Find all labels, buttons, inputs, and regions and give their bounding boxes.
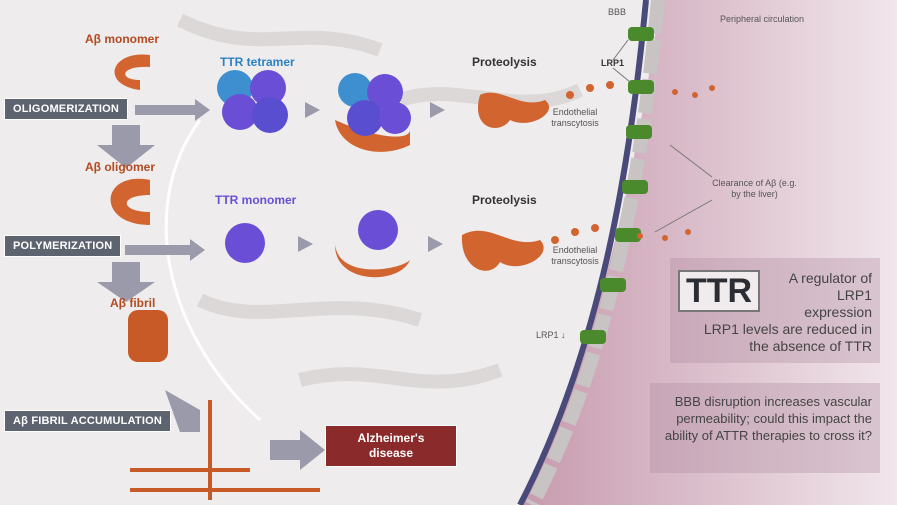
- transcytosis-bottom-label: Endothelial transcytosis: [551, 245, 599, 266]
- lrp1-reduced-label: LRP1 ↓: [536, 330, 566, 340]
- alzheimers-disease-box: Alzheimer's disease: [325, 425, 457, 467]
- transcytosis-top-label: Endothelial transcytosis: [551, 107, 599, 128]
- bbb-question-panel: BBB disruption increases vascular permea…: [650, 383, 880, 473]
- peripheral-circulation-label: Peripheral circulation: [720, 14, 805, 24]
- process-arrows: [97, 99, 445, 470]
- proteolysis-bottom-label: Proteolysis: [472, 193, 537, 207]
- ttr-regulator-panel: TTR A regulator of LRP1 expression LRP1 …: [670, 258, 880, 363]
- peripheral-region: [520, 0, 897, 505]
- proteolysis-top-label: Proteolysis: [472, 55, 537, 69]
- regulator-text: A regulator of LRP1 expression: [788, 270, 872, 320]
- polymerization-stage: POLYMERIZATION: [4, 235, 122, 257]
- oligomerization-stage: OLIGOMERIZATION: [4, 98, 129, 120]
- ttr-proteins: [217, 70, 411, 263]
- lrp1-receptors: [580, 27, 654, 344]
- clearance-label: Clearance of Aβ (e.g. by the liver): [712, 178, 797, 199]
- fibril-accumulation-stage: Aβ FIBRIL ACCUMULATION: [4, 410, 172, 432]
- bbb-membrane: [517, 0, 649, 505]
- ttr-tetramer-label: TTR tetramer: [220, 55, 295, 69]
- abeta-monomer-label: Aβ monomer: [85, 32, 159, 46]
- ttr-monomer-label: TTR monomer: [215, 193, 297, 207]
- bbb-label: BBB: [608, 7, 627, 17]
- ttr-badge: TTR: [678, 270, 761, 312]
- lrp1-label: LRP1: [601, 58, 625, 68]
- abeta-fibril-label: Aβ fibril: [110, 296, 156, 310]
- reduced-text: LRP1 levels are reduced in the absence o…: [703, 321, 872, 354]
- bbb-question-text: BBB disruption increases vascular permea…: [664, 394, 872, 443]
- endothelial-cells: [525, 0, 665, 505]
- abeta-oligomer-label: Aβ oligomer: [85, 160, 155, 174]
